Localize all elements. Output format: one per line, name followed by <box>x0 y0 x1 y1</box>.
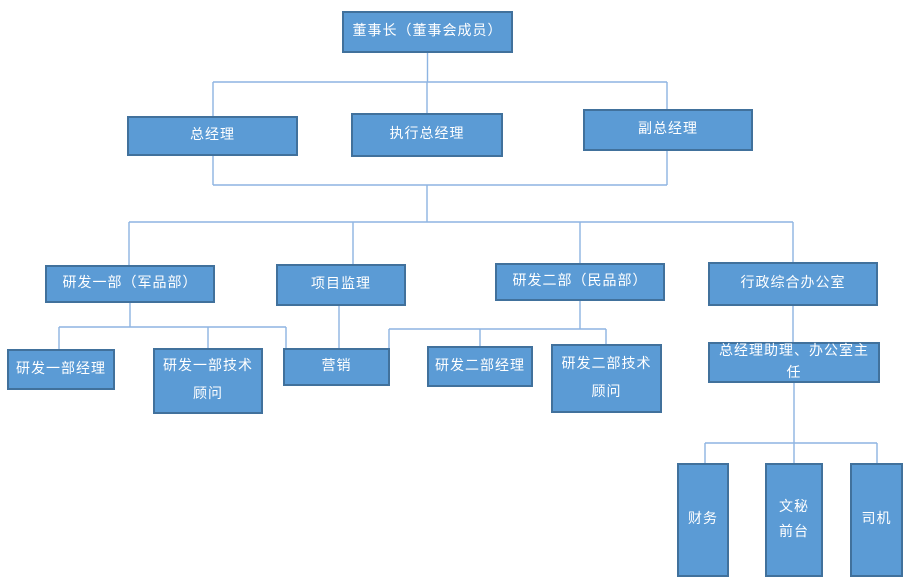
connector-chairman-to-managers <box>212 53 668 116</box>
node-secretary-front-desk: 文秘前台 <box>765 463 823 577</box>
node-chairman: 董事长（董事会成员） <box>342 11 513 53</box>
node-admin-office-label: 行政综合办公室 <box>740 276 846 292</box>
node-rd1-manager: 研发一部经理 <box>7 349 115 390</box>
connector-managers-to-departments <box>128 151 794 265</box>
node-secretary-front-desk-label: 文秘前台 <box>779 499 809 540</box>
node-driver: 司机 <box>850 463 903 577</box>
node-chairman-label: 董事长（董事会成员） <box>352 24 503 40</box>
node-driver-label: 司机 <box>861 512 892 528</box>
node-executive-general-manager: 执行总经理 <box>351 113 503 157</box>
node-rd2-technical-advisor-label: 研发二部技术顾问 <box>561 356 652 400</box>
node-marketing-label: 营销 <box>321 359 352 375</box>
node-rd-dept1: 研发一部（军品部） <box>45 265 215 303</box>
node-project-supervision-label: 项目监理 <box>311 277 371 293</box>
node-rd-dept2-label: 研发二部（民品部） <box>512 274 648 290</box>
node-rd2-manager: 研发二部经理 <box>427 346 533 387</box>
node-deputy-general-manager: 副总经理 <box>583 109 753 151</box>
node-rd2-manager-label: 研发二部经理 <box>435 358 525 374</box>
connector-rd2-children <box>388 301 607 348</box>
node-rd-dept2: 研发二部（民品部） <box>495 263 665 301</box>
node-project-supervision: 项目监理 <box>276 264 406 306</box>
node-general-manager-label: 总经理 <box>190 128 235 144</box>
node-general-manager: 总经理 <box>127 116 298 156</box>
node-rd-dept1-label: 研发一部（军品部） <box>62 276 198 292</box>
node-gm-assistant-office-director: 总经理助理、办公室主任 <box>708 342 880 383</box>
node-finance: 财务 <box>677 463 729 577</box>
node-marketing: 营销 <box>283 348 390 386</box>
node-rd1-manager-label: 研发一部经理 <box>16 361 106 377</box>
node-gm-assistant-office-director-label: 总经理助理、办公室主任 <box>719 343 869 381</box>
node-admin-office: 行政综合办公室 <box>708 262 878 306</box>
node-rd1-technical-advisor-label: 研发一部技术顾问 <box>163 359 253 402</box>
node-rd2-technical-advisor: 研发二部技术顾问 <box>551 344 662 413</box>
node-deputy-general-manager-label: 副总经理 <box>638 122 698 138</box>
node-rd1-technical-advisor: 研发一部技术顾问 <box>153 348 263 414</box>
node-executive-general-manager-label: 执行总经理 <box>389 127 465 143</box>
connector-rd1-children <box>58 303 287 349</box>
connector-admin-chain <box>704 306 878 463</box>
node-finance-label: 财务 <box>688 512 718 528</box>
